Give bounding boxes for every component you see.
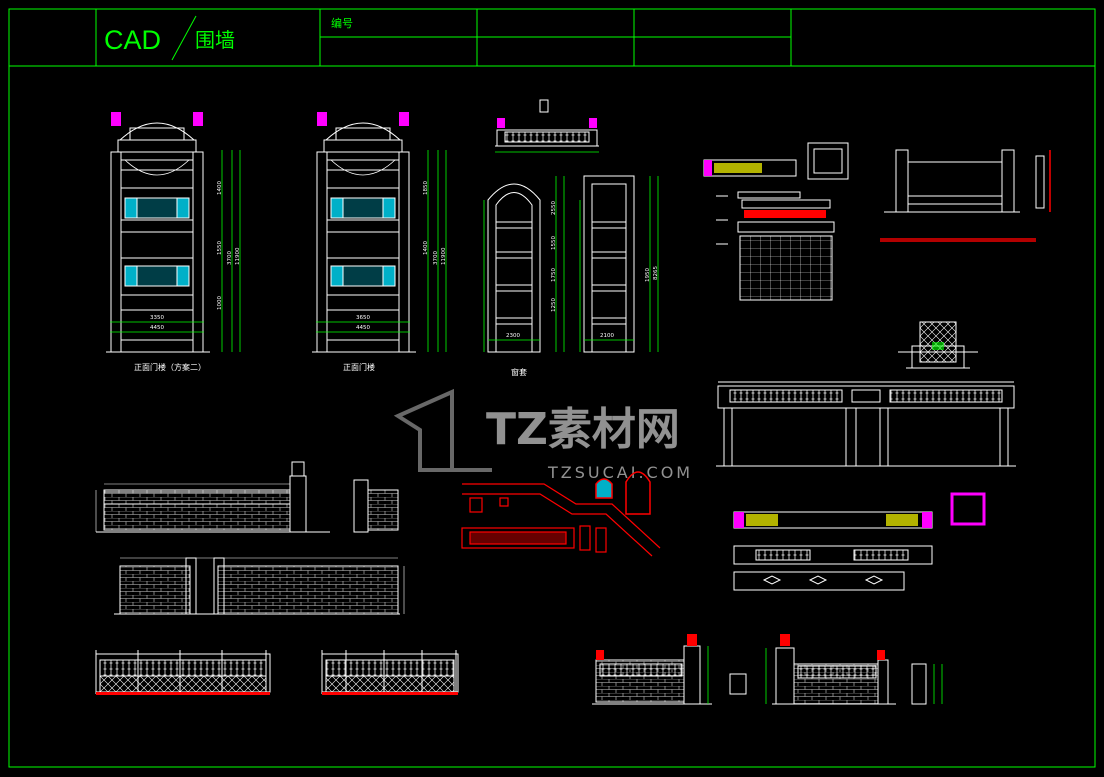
gate-width-outer: 4450 [356, 325, 370, 331]
ornament-fill [744, 210, 826, 218]
gate-width-inner: 3650 [356, 315, 370, 321]
ground-line [880, 238, 1036, 242]
gate-elevation-alt-caption: 正面门楼（方案二） [134, 362, 206, 372]
finial-icon [596, 634, 885, 660]
ornament-fill [950, 492, 986, 526]
gate-elevation-caption: 正面门楼 [343, 362, 375, 372]
watermark-url: TZSUCAI.COM [547, 463, 693, 482]
railing-top-drawing [495, 99, 599, 147]
ornament-fill [922, 512, 932, 528]
gate-alt-width-inner: 3350 [150, 315, 164, 321]
ornament-fill [704, 160, 712, 176]
gate-elevation-alt-drawing [106, 122, 210, 353]
window-height-total: 8265 [653, 266, 659, 280]
gate-alt-height-a: 1000 [217, 296, 223, 310]
gate-alt-height-d: 3700 [227, 251, 233, 265]
title-block [8, 8, 1096, 768]
ornament-fill [932, 342, 944, 350]
pillar-dimensions [707, 646, 943, 704]
balustrade-elevations-drawing [733, 493, 985, 591]
finial-icon [111, 112, 203, 126]
window-frame-drawing [487, 175, 635, 353]
window-height-b: 1550 [551, 236, 557, 250]
window-height-c: 1750 [551, 268, 557, 282]
cornice-detail-drawing [703, 142, 849, 301]
colonnade-railing-drawing [716, 381, 1016, 467]
gate-elevation-drawing [312, 122, 416, 353]
gate-alt-height-total: 11900 [235, 247, 241, 265]
window-width-a: 2300 [506, 333, 520, 339]
fence-panel-detail-drawing [884, 149, 1045, 213]
finial-icon [589, 118, 597, 128]
arched-window-icon [595, 471, 651, 515]
finial-icon [317, 112, 409, 126]
watermark-logo [393, 388, 492, 472]
gate-height-c: 3700 [433, 251, 439, 265]
gate-height-total: 11900 [441, 247, 447, 265]
window-height-a: 2550 [551, 201, 557, 215]
window-height-e: 1950 [645, 268, 651, 282]
ground-line [96, 692, 270, 695]
finial-icon [497, 118, 505, 128]
window-width-b: 2100 [600, 333, 614, 339]
window-dimensions [483, 176, 659, 352]
stair-railing-drawing [461, 483, 661, 557]
gate-alt-height-b: 1400 [217, 181, 223, 195]
gate-elevation-dimensions [316, 150, 447, 352]
gate-alt-width-outer: 4450 [150, 325, 164, 331]
ornament-fill [746, 514, 778, 526]
wall-dimensions [95, 483, 405, 614]
wall-elevation-drawing [96, 461, 400, 615]
gate-alt-height-c: 1550 [217, 241, 223, 255]
window-caption: 窗套 [511, 367, 527, 377]
ground-line [322, 692, 458, 695]
gate-height-a: 1850 [423, 181, 429, 195]
ornament-fill [734, 512, 744, 528]
gate-height-b: 1400 [423, 241, 429, 255]
watermark-brand: TZ素材网 [486, 404, 680, 455]
pillar-wall-drawing [592, 645, 927, 705]
gate-elevation-alt-dimensions [110, 150, 241, 352]
ornament-fill [714, 163, 762, 173]
fence-row-drawing [95, 650, 459, 694]
drawing-name-label: 围墙 [195, 28, 235, 52]
number-label: 编号 [331, 16, 353, 30]
ornament-fill [886, 514, 918, 526]
window-height-d: 1250 [551, 298, 557, 312]
app-name-label: CAD [104, 25, 161, 55]
